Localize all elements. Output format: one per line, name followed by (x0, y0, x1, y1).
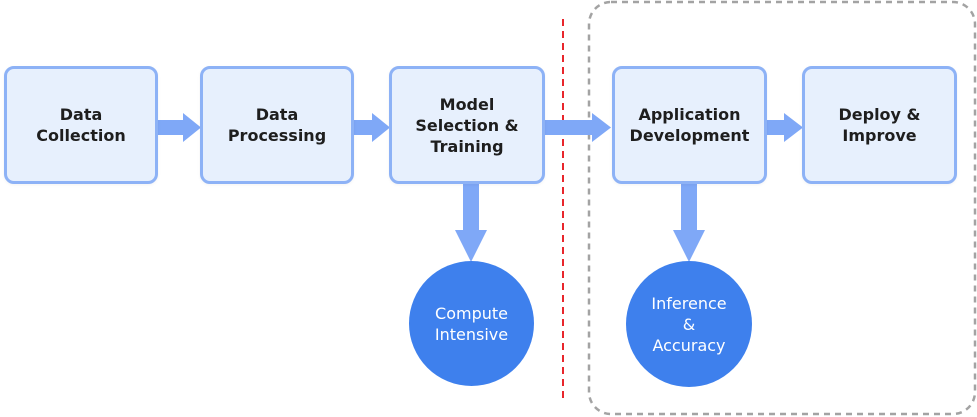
arrow-collection-to-processing (157, 113, 201, 142)
arrow-model-to-compute (455, 183, 487, 262)
step-label: Application Development (629, 105, 750, 145)
step-label: Deploy & Improve (838, 105, 921, 145)
arrow-application-to-inference (673, 183, 705, 262)
step-deploy-improve: Deploy & Improve (802, 66, 957, 184)
outcome-label: Inference & Accuracy (651, 293, 727, 355)
step-data-collection: Data Collection (4, 66, 158, 184)
outcome-compute-intensive: Compute Intensive (409, 261, 534, 386)
arrow-model-to-application (544, 113, 611, 142)
step-data-processing: Data Processing (200, 66, 354, 184)
deployment-group-border (587, 0, 977, 416)
outcome-label: Compute Intensive (434, 303, 509, 344)
arrow-application-to-deploy (766, 113, 803, 142)
arrow-processing-to-model (353, 113, 390, 142)
step-model-selection-training: Model Selection & Training (389, 66, 545, 184)
step-label: Data Processing (227, 105, 327, 145)
step-label: Data Collection (36, 105, 126, 145)
step-label: Model Selection & Training (415, 94, 519, 156)
outcome-inference-accuracy: Inference & Accuracy (626, 261, 752, 387)
step-application-development: Application Development (612, 66, 767, 184)
